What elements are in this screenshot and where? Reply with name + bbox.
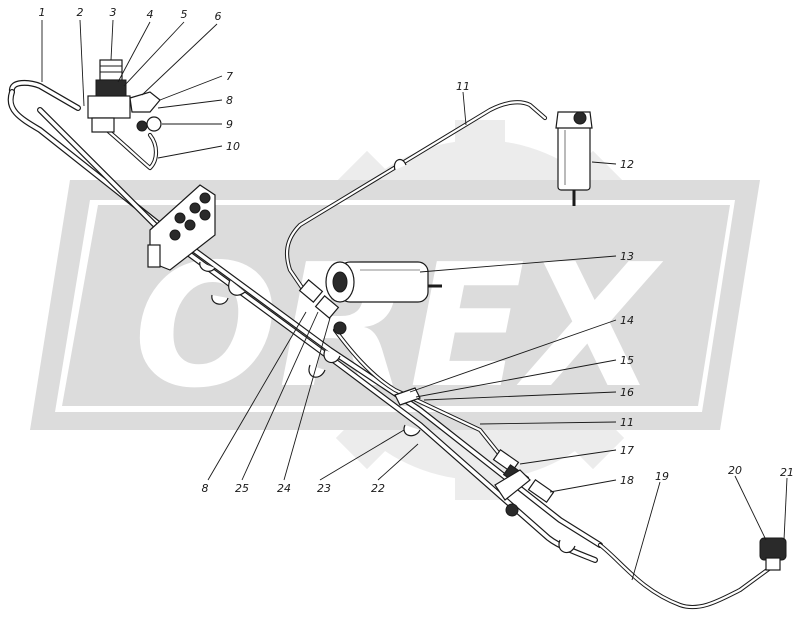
callout-8-lower: 8: [202, 482, 209, 495]
callout-23: 23: [317, 482, 331, 495]
callout-24: 24: [277, 482, 291, 495]
callout-21: 21: [780, 466, 794, 479]
tee-fitting: [298, 279, 347, 335]
pipe-loop-1: [7, 79, 603, 548]
air-filter-12: [555, 111, 593, 206]
callout-10: 10: [226, 140, 240, 153]
callout-25: 25: [235, 482, 249, 495]
callout-5: 5: [181, 8, 188, 21]
callout-8: 8: [226, 94, 233, 107]
callout-labels: 1 2 3 4 5 6 7 8 9 10 11 12 13 14 15 16 1…: [39, 6, 795, 495]
callout-16: 16: [620, 386, 634, 399]
pressure-regulator-assembly: [87, 59, 162, 133]
callout-20: 20: [728, 464, 742, 477]
callout-4: 4: [147, 8, 154, 21]
brake-chamber-13: [325, 261, 442, 303]
watermark: OREX: [30, 120, 760, 500]
callout-6: 6: [215, 10, 222, 23]
callout-15: 15: [620, 354, 634, 367]
pipe-10: [92, 117, 159, 171]
callout-14: 14: [620, 314, 634, 327]
callout-18: 18: [620, 474, 634, 487]
fittings-lower: [394, 387, 555, 517]
pipe-clamps: [199, 158, 576, 554]
callout-7: 7: [226, 70, 233, 83]
callout-12: 12: [620, 158, 634, 171]
callout-11-lower: 11: [620, 416, 634, 429]
pipe-19: [597, 542, 773, 610]
pipe-main-lower: [37, 107, 598, 563]
callout-2: 2: [77, 6, 84, 19]
callout-3: 3: [110, 6, 117, 19]
callout-13: 13: [620, 250, 634, 263]
callout-22: 22: [371, 482, 385, 495]
callout-17: 17: [620, 444, 634, 457]
callout-1: 1: [39, 6, 46, 19]
end-fitting: [759, 537, 787, 571]
callout-11-top: 11: [456, 80, 470, 93]
callout-9: 9: [226, 118, 233, 131]
callout-19: 19: [655, 470, 669, 483]
fitting-block: [147, 184, 216, 271]
pipe-11-lower: [332, 327, 503, 458]
leader-lines: [41, 19, 788, 581]
